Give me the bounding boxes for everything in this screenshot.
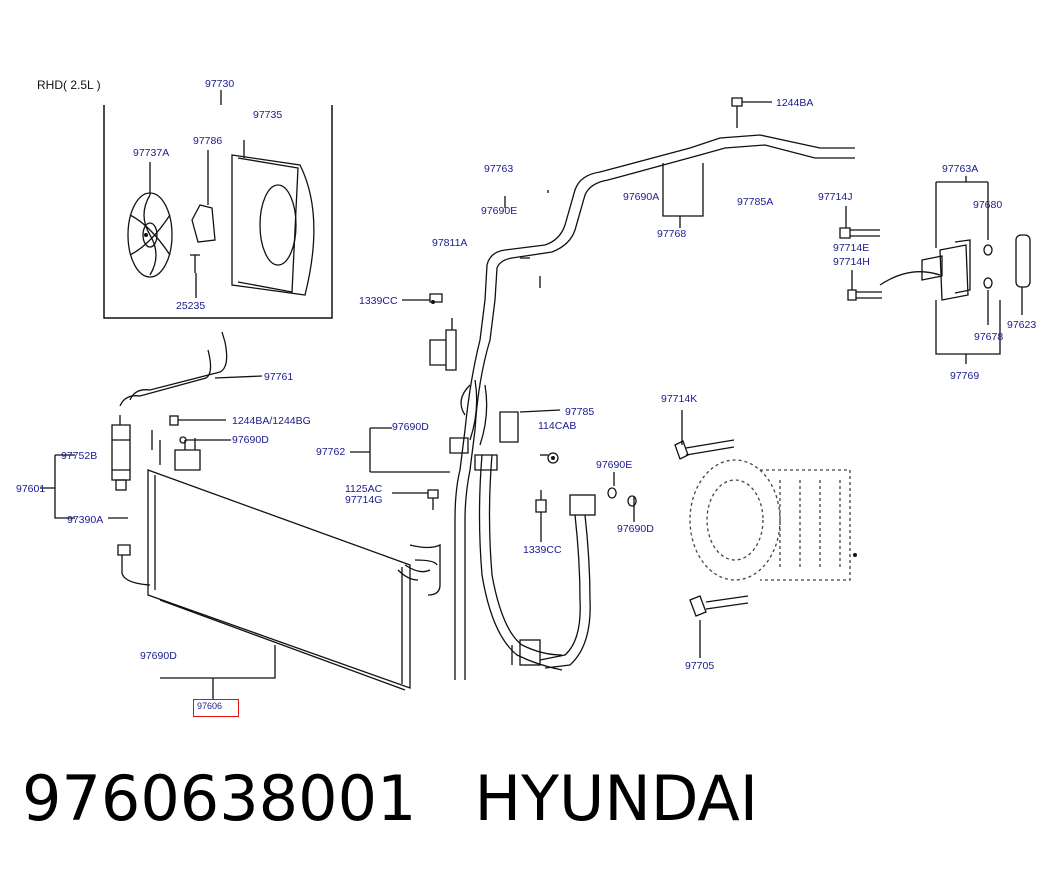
part-label-97690d-lower[interactable]: 97690D xyxy=(617,523,654,535)
part-label-97786[interactable]: 97786 xyxy=(193,135,223,147)
part-label-97761[interactable]: 97761 xyxy=(264,371,294,383)
part-label-97714g[interactable]: 97714G xyxy=(345,494,383,506)
part-label-97690d-condenser[interactable]: 97690D xyxy=(140,650,177,662)
part-label-97785[interactable]: 97785 xyxy=(565,406,595,418)
part-label-1125ac[interactable]: 1125AC xyxy=(345,483,383,495)
part-label-1339cc-lower[interactable]: 1339CC xyxy=(523,544,562,556)
part-label-97735[interactable]: 97735 xyxy=(253,109,283,121)
part-label-97714e[interactable]: 97714E xyxy=(833,242,870,254)
part-label-97762[interactable]: 97762 xyxy=(316,446,346,458)
part-label-97737a[interactable]: 97737A xyxy=(133,147,170,159)
receiver-drier xyxy=(111,424,131,481)
part-label-97690a[interactable]: 97690A xyxy=(623,191,660,203)
expansion-valve-block xyxy=(939,244,969,301)
brand-name: HYUNDAI xyxy=(474,762,759,835)
part-label-97690e-lower[interactable]: 97690E xyxy=(596,459,633,471)
variant-label: RHD( 2.5L ) xyxy=(37,78,101,92)
part-label-1244ba[interactable]: 1244BA xyxy=(776,97,814,109)
compressor-outline xyxy=(689,459,781,581)
part-label-1244ba-1244bg[interactable]: 1244BA/1244BG xyxy=(232,415,311,427)
part-label-97690e[interactable]: 97690E xyxy=(481,205,518,217)
part-number: 9760638001 xyxy=(22,762,417,835)
diagram-drawing xyxy=(40,90,1031,700)
part-label-97690d-drier[interactable]: 97690D xyxy=(232,434,269,446)
part-label-97730[interactable]: 97730 xyxy=(205,78,235,90)
part-label-97601[interactable]: 97601 xyxy=(16,483,46,495)
fan-inset-frame xyxy=(103,105,333,319)
part-label-97714k[interactable]: 97714K xyxy=(661,393,698,405)
part-label-97390a[interactable]: 97390A xyxy=(67,514,104,526)
part-label-25235[interactable]: 25235 xyxy=(176,300,206,312)
part-label-97769[interactable]: 97769 xyxy=(950,370,980,382)
part-label-97752b[interactable]: 97752B xyxy=(61,450,98,462)
part-label-97785a[interactable]: 97785A xyxy=(737,196,774,208)
part-label-97678[interactable]: 97678 xyxy=(974,331,1004,343)
condenser-core xyxy=(147,469,411,689)
part-label-114cab[interactable]: 114CAB xyxy=(538,420,577,432)
part-label-97623[interactable]: 97623 xyxy=(1007,319,1037,331)
part-label-97705[interactable]: 97705 xyxy=(685,660,715,672)
part-label-97680[interactable]: 97680 xyxy=(973,199,1003,211)
part-label-97690d-pipe[interactable]: 97690D xyxy=(392,421,429,433)
suction-line xyxy=(454,134,855,680)
ac-parts-diagram: RHD( 2.5L ) 97730 97735 97737A 97786 252… xyxy=(16,78,1037,717)
fan-motor-bracket xyxy=(191,204,216,243)
part-label-97763a[interactable]: 97763A xyxy=(942,163,979,175)
part-label-97606[interactable]: 97606 xyxy=(197,701,223,711)
fan-shroud xyxy=(231,154,315,296)
part-label-97768[interactable]: 97768 xyxy=(657,228,687,240)
part-label-97763[interactable]: 97763 xyxy=(484,163,514,175)
part-caption: 9760638001 HYUNDAI xyxy=(22,762,758,836)
highlight-box-97606 xyxy=(193,699,239,717)
part-label-97714h[interactable]: 97714H xyxy=(833,256,870,268)
part-label-1339cc-upper[interactable]: 1339CC xyxy=(359,295,398,307)
part-label-97811a[interactable]: 97811A xyxy=(432,237,468,249)
part-label-97714j[interactable]: 97714J xyxy=(818,191,853,203)
